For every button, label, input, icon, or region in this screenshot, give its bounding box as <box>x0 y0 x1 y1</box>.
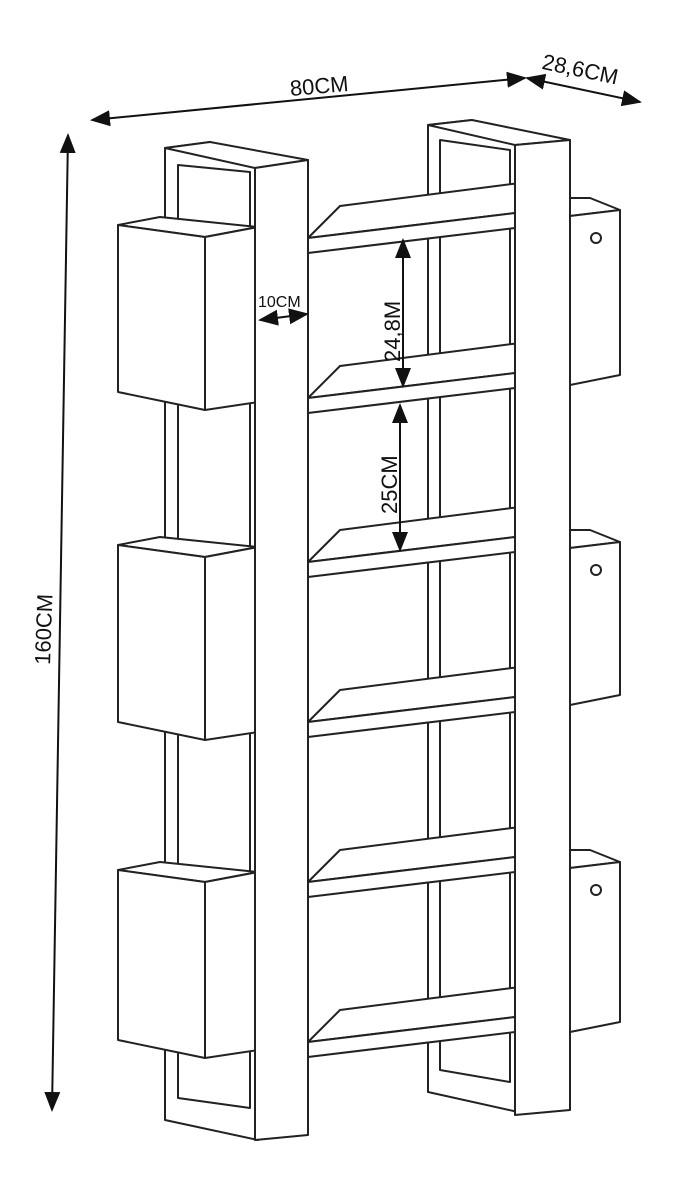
post-width-label: 10CM <box>258 294 301 311</box>
mounting-hole-1 <box>590 232 602 244</box>
lower-gap-label: 25CM <box>377 455 402 514</box>
width-label: 80CM <box>289 71 350 101</box>
left-cube-side-3 <box>117 869 206 1059</box>
depth-dimension-arrow <box>525 73 642 107</box>
mounting-hole-3 <box>590 884 602 896</box>
left-cube-front-1 <box>204 226 259 411</box>
left-cube-side-2 <box>117 544 206 741</box>
left-cube-side-1 <box>117 224 206 411</box>
left-front-post <box>164 141 309 1141</box>
left-cube-front-3 <box>204 871 259 1059</box>
height-dimension-arrow <box>44 133 76 1112</box>
left-cube-front-2 <box>204 546 259 741</box>
post-width-arrow <box>258 308 309 326</box>
mounting-hole-2 <box>590 564 602 576</box>
right-back-frame <box>427 119 519 1113</box>
height-label: 160CM <box>30 593 57 665</box>
right-front-post <box>427 119 571 1116</box>
width-dimension-arrow <box>90 71 527 127</box>
upper-gap-label: 24,8M <box>380 301 405 362</box>
